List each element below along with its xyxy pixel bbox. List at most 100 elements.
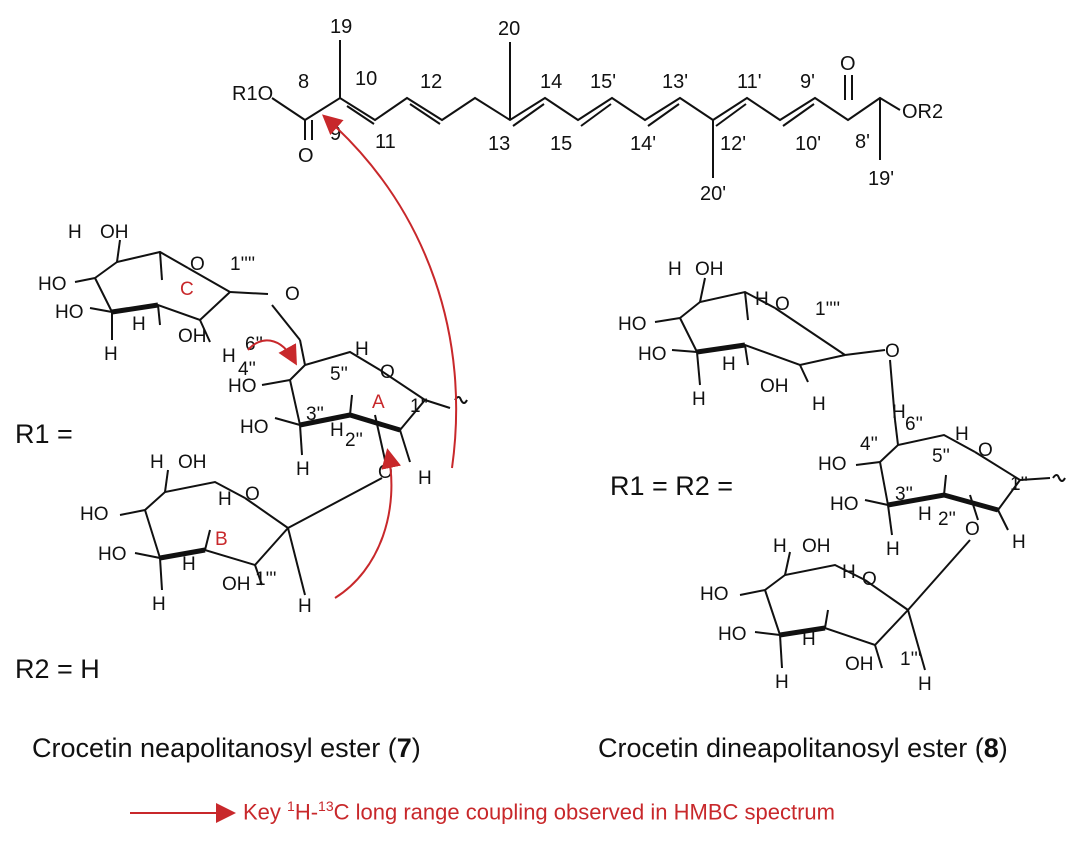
c8-h-bot-top: H [773, 536, 787, 557]
c7-h-ringc-d: H [222, 346, 236, 367]
chain-num-12: 12 [420, 71, 442, 93]
r-labels: R1 = R2 = H R1 = R2 = [15, 419, 733, 684]
c8-oh-top-1: OH [695, 259, 724, 280]
chain-num-8: 8 [298, 71, 309, 93]
c8-wavy-bond [1052, 474, 1066, 482]
chain-num-11-prime: 11' [737, 71, 762, 93]
c8-ring-bottom [739, 539, 971, 671]
c7-ho-ringb-2: HO [98, 544, 127, 565]
c8-h-top-1: H [668, 259, 682, 280]
c7-h-ringc-top: H [68, 222, 82, 243]
c7-pos-5pp: 5'' [330, 364, 348, 385]
c7-o-link-c: O [285, 284, 300, 305]
chain-labels: R1O OR2 O O 19 8 10 9 11 12 20 13 14 15 … [232, 16, 943, 205]
c7-oh-ringc-b: OH [178, 326, 207, 347]
c8-h-top-ring: H [755, 289, 769, 310]
chain-num-15: 15 [550, 133, 572, 155]
hmbc-arrow-to-c6pp [247, 339, 297, 366]
double-bond-13p [647, 103, 680, 127]
c7-ring-a-label: A [372, 392, 385, 413]
c7-ho-ringc-2: HO [55, 302, 84, 323]
c7-h-ringb-top: H [150, 452, 164, 473]
caption-compound-8-number: 8 [983, 733, 999, 763]
c8-pos-1pp: 1'' [1010, 474, 1028, 495]
compound8-labels: H OH HO HO H OH H H O O H H H O HO HO H … [618, 259, 1028, 695]
legend-text: Key 1H-13C long range coupling observed … [243, 798, 835, 825]
crocetin-chain [271, 40, 901, 178]
c7-ho-ringa-1: HO [228, 376, 257, 397]
c8-pos-2pp: 2'' [938, 509, 956, 530]
right-ester-group: OR2 [902, 101, 943, 123]
c7-pos-1ppp: 1''' [255, 569, 276, 590]
caption-compound-7: Crocetin neapolitanosyl ester (7) [32, 733, 421, 763]
chain-num-20-prime: 20' [700, 183, 726, 205]
c8-ho-top-1: HO [618, 314, 647, 335]
left-carbonyl-oxygen: O [298, 145, 314, 167]
c7-h-ringa-c: H [418, 468, 432, 489]
c7-o-ringb: O [245, 484, 260, 505]
c7-o-ringc: O [190, 254, 205, 275]
chain-num-13-prime: 13' [662, 71, 688, 93]
chain-num-15-prime: 15' [590, 71, 616, 93]
chain-num-19-prime: 19' [868, 168, 894, 190]
c8-pos-1qqqq: 1'''' [815, 299, 840, 320]
right-carbonyl-oxygen: O [840, 53, 856, 75]
c7-ho-ringa-2: HO [240, 417, 269, 438]
c8-r-label: R1 = R2 = [610, 471, 733, 501]
ring-c [74, 239, 269, 343]
c8-ho-bot-1: HO [700, 584, 729, 605]
c7-o-ringa: O [380, 362, 395, 383]
c7-oh-ringc-top: OH [100, 222, 129, 243]
c7-h-ringa-b: H [296, 459, 310, 480]
c7-pos-1qqqq: 1'''' [230, 254, 255, 275]
c7-h-ringc-a: H [132, 314, 146, 335]
c8-pos-4pp: 4'' [860, 434, 878, 455]
c7-ho-ringb-1: HO [80, 504, 109, 525]
c8-h-mid-ring: H [955, 424, 969, 445]
c7-oh-ringb-top: OH [178, 452, 207, 473]
left-ester-group: R1O [232, 83, 273, 105]
chain-num-12-prime: 12' [720, 133, 746, 155]
hmbc-arrow-to-c2pp [334, 448, 402, 599]
chain-num-10: 10 [355, 68, 377, 90]
c7-ring-c-label: C [180, 279, 194, 300]
c8-ho-top-2: HO [638, 344, 667, 365]
c8-ho-mid-1: HO [818, 454, 847, 475]
c8-h-bot-d: H [918, 674, 932, 695]
c7-pos-2pp: 2'' [345, 430, 363, 451]
c8-o-link-top: O [885, 341, 900, 362]
double-bond-11p [715, 103, 747, 127]
double-bond-15p [580, 103, 612, 127]
c8-pos-3pp: 3'' [895, 484, 913, 505]
double-bond-14 [512, 103, 545, 127]
c8-h-bot-ring: H [842, 562, 856, 583]
c8-h-mid-top: H [892, 402, 906, 423]
c8-h-top-a: H [722, 354, 736, 375]
c8-oh-bot-top: OH [802, 536, 831, 557]
chain-num-14-prime: 14' [630, 133, 656, 155]
ring-b [119, 469, 383, 596]
c7-pos-4pp: 4'' [238, 359, 256, 380]
chain-num-11: 11 [375, 131, 396, 153]
c8-h-top-c: H [692, 389, 706, 410]
c7-oh-ringb-b: OH [222, 574, 251, 595]
c7-ho-ringc-1: HO [38, 274, 67, 295]
chain-num-14: 14 [540, 71, 562, 93]
c8-pos-5pp: 5'' [932, 446, 950, 467]
c8-h-bot-a: H [802, 629, 816, 650]
c8-h-top-d: H [812, 394, 826, 415]
c7-h-ringa-a: H [330, 420, 344, 441]
c7-h-ringb-d: H [298, 596, 312, 617]
c8-o-top: O [775, 294, 790, 315]
c8-o-bot: O [862, 569, 877, 590]
c7-r2-label: R2 = H [15, 654, 100, 684]
c8-h-bot-c: H [775, 672, 789, 693]
c7-h-ringb-ring: H [218, 489, 232, 510]
chain-num-8-prime: 8' [855, 131, 870, 153]
caption-compound-7-number: 7 [396, 733, 412, 763]
c8-ho-bot-2: HO [718, 624, 747, 645]
c8-pos-1ppp: 1''' [900, 649, 921, 670]
caption-compound-8: Crocetin dineapolitanosyl ester (8) [598, 733, 1008, 763]
c8-oh-bot-b: OH [845, 654, 874, 675]
